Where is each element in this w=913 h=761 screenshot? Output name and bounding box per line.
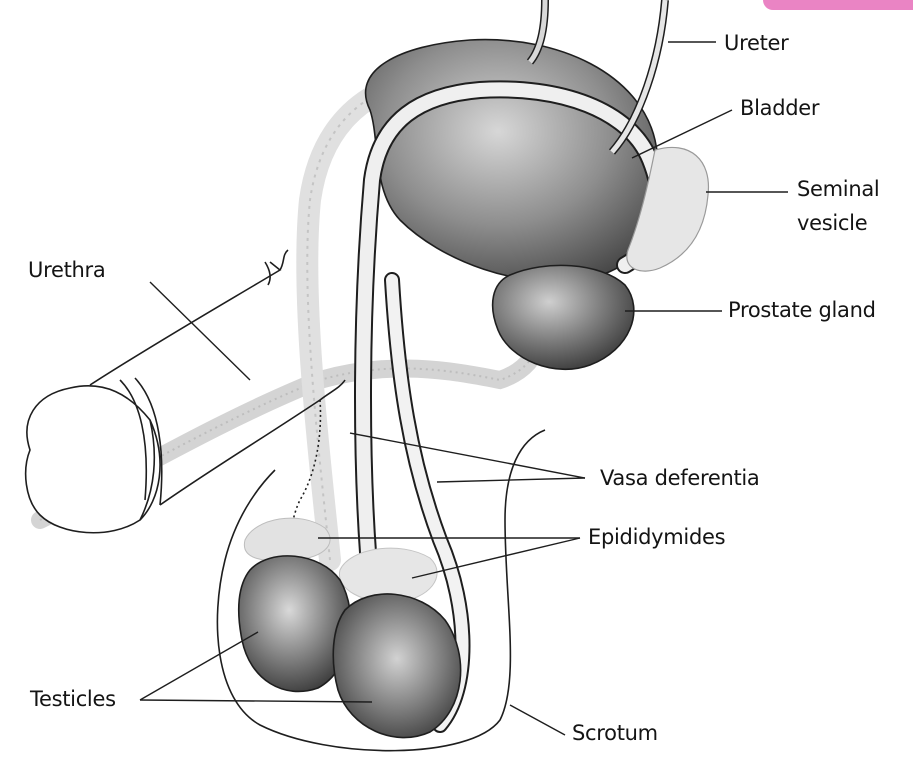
testicles-leader-lower xyxy=(140,700,372,702)
vasa-leader-right xyxy=(437,478,585,482)
label-epididymides: Epididymides xyxy=(588,524,725,550)
label-seminal-vesicle-line2: vesicle xyxy=(797,210,867,236)
scrotum-leader xyxy=(510,705,565,735)
label-prostate-gland: Prostate gland xyxy=(728,297,876,323)
label-vasa-deferentia: Vasa deferentia xyxy=(600,465,760,491)
label-testicles: Testicles xyxy=(30,686,116,712)
label-scrotum: Scrotum xyxy=(572,720,658,746)
label-ureter: Ureter xyxy=(724,30,788,56)
label-seminal-vesicle-line1: Seminal xyxy=(797,176,879,202)
label-urethra: Urethra xyxy=(28,257,105,283)
testicles-leader-upper xyxy=(140,632,258,700)
label-bladder: Bladder xyxy=(740,95,819,121)
vasa-leader-left xyxy=(350,433,585,478)
prostate-gland-organ xyxy=(493,265,634,369)
